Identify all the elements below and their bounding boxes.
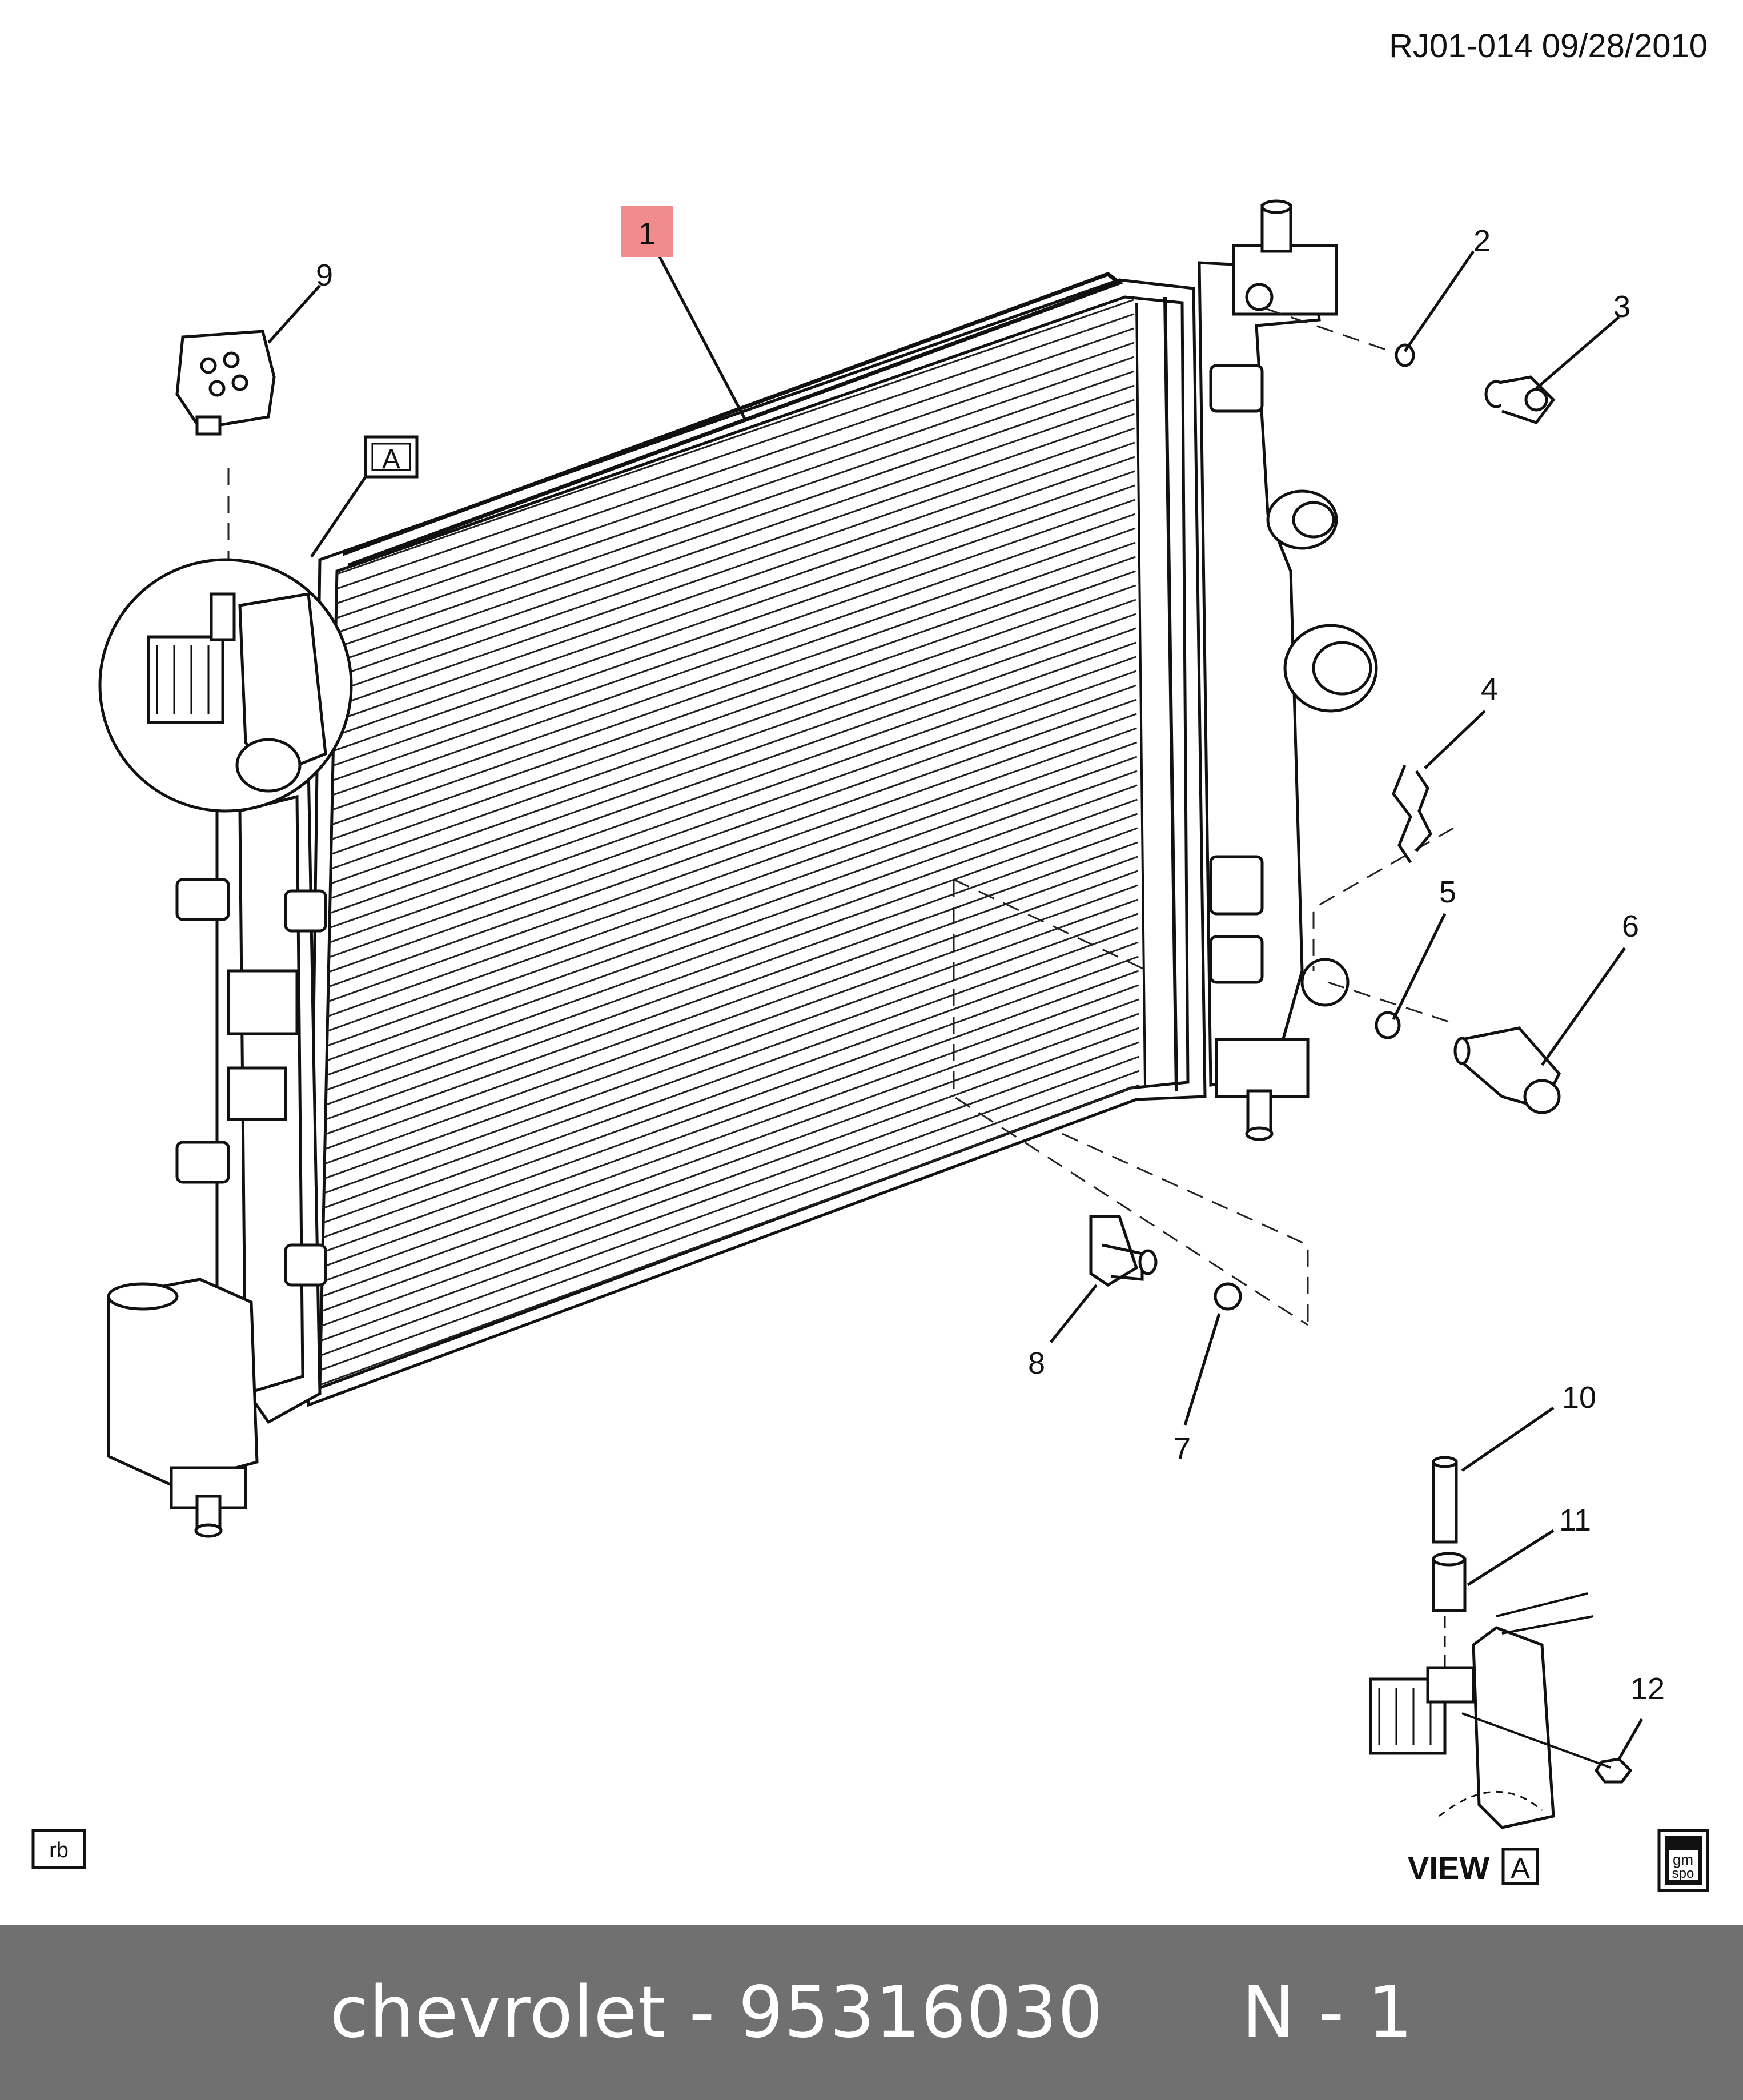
left-tank <box>107 763 327 1538</box>
view-label-letter: A <box>1511 1852 1530 1884</box>
callout-2[interactable]: 2 <box>1473 224 1491 258</box>
svg-text:spo: spo <box>1672 1866 1694 1881</box>
footer-gap <box>1103 1971 1242 2054</box>
seal-ring-2 <box>1395 343 1415 367</box>
svg-text:gm: gm <box>1673 1851 1693 1868</box>
sleeve-11 <box>1432 1552 1467 1612</box>
corner-tag: rb <box>49 1838 69 1862</box>
callout-10[interactable]: 10 <box>1562 1380 1596 1415</box>
footer-brand: chevrolet <box>330 1971 666 2054</box>
pin-10 <box>1432 1456 1458 1544</box>
drawing-code: RJ01-014 09/28/2010 <box>1389 27 1708 65</box>
callout-12[interactable]: 12 <box>1630 1672 1665 1706</box>
callout-4[interactable]: 4 <box>1481 672 1498 706</box>
radiator-diagram: RJ01-014 09/28/2010 <box>31 27 1709 1892</box>
callout-7[interactable]: 7 <box>1174 1432 1191 1466</box>
callout-1[interactable]: 1 <box>638 216 656 251</box>
callout-1-highlight <box>621 206 673 257</box>
detail-circle <box>98 558 353 813</box>
callout-3[interactable]: 3 <box>1613 290 1630 324</box>
footer-part-number: 95316030 <box>738 1971 1103 2054</box>
parts <box>175 330 1633 1784</box>
callout-8[interactable]: 8 <box>1028 1346 1045 1380</box>
callout-6[interactable]: 6 <box>1622 909 1639 943</box>
corner-tag-box <box>31 1829 86 1869</box>
retaining-clip-4 <box>1392 765 1432 864</box>
reference-lines <box>227 307 1454 1326</box>
sensor-6 <box>1453 1026 1561 1114</box>
footer-page: N - 1 <box>1242 1971 1413 2054</box>
callout-5[interactable]: 5 <box>1439 875 1456 909</box>
view-label-box <box>1501 1848 1539 1885</box>
leader-lines <box>267 250 1644 1760</box>
seal-ring-7 <box>1214 1282 1242 1311</box>
callout-11[interactable]: 11 <box>1559 1503 1591 1537</box>
callout-9[interactable]: 9 <box>316 258 333 292</box>
bleed-screw-3 <box>1484 375 1556 424</box>
view-a-detail <box>1369 1592 1611 1829</box>
radiator-core <box>307 272 1207 1407</box>
gm-spo-logo: gm spo <box>1657 1829 1709 1892</box>
radiator-fins <box>319 299 1140 1386</box>
footer-bar: chevrolet - 95316030 N - 1 <box>0 1925 1743 2100</box>
view-label-text: VIEW <box>1408 1850 1489 1886</box>
footer-separator: - <box>666 1971 738 2054</box>
nut-12 <box>1594 1757 1633 1784</box>
isolator-9 <box>175 330 276 436</box>
right-tank <box>1198 199 1378 1141</box>
drain-plug-8 <box>1089 1215 1158 1287</box>
view-marker-letter[interactable]: A <box>382 444 400 475</box>
